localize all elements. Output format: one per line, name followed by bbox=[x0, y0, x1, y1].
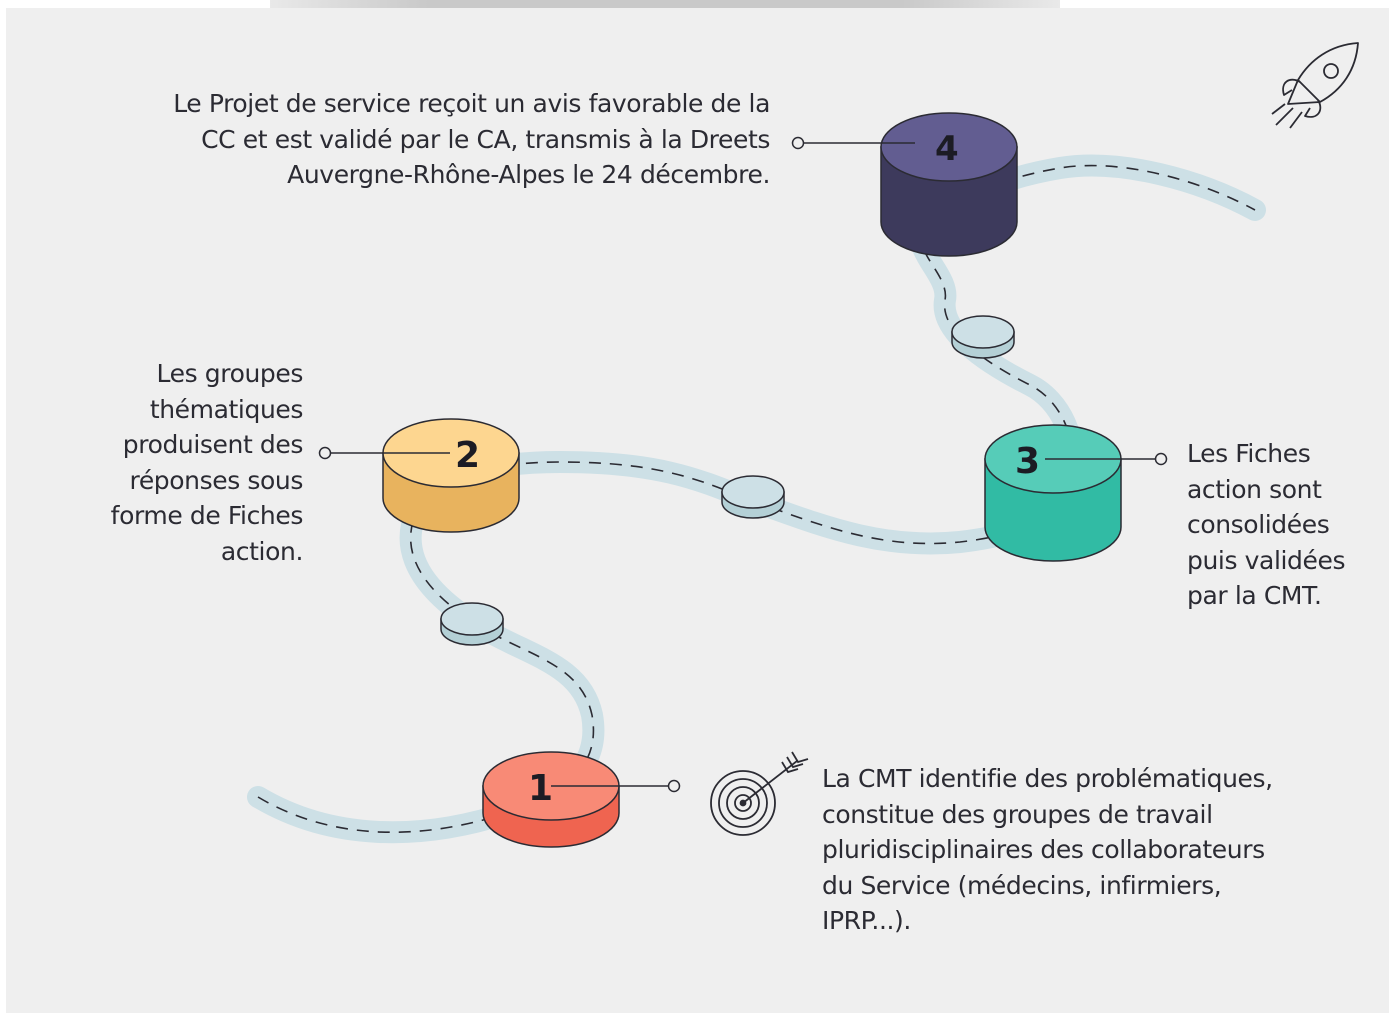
rocket-icon bbox=[1271, 42, 1359, 129]
step-2-number: 2 bbox=[455, 435, 480, 476]
road-disc bbox=[440, 602, 504, 646]
step-4-number: 4 bbox=[935, 129, 959, 169]
step-3-description: Les Fiches action sont consolidées puis … bbox=[1187, 439, 1346, 610]
step-1-number: 1 bbox=[528, 768, 553, 809]
step-2-description: Les groupes thématiques produisent des r… bbox=[110, 359, 304, 566]
top-divider bbox=[270, 0, 1060, 8]
connector-2 bbox=[318, 446, 450, 460]
step-3-cylinder: 3 bbox=[984, 424, 1122, 562]
step-1-cylinder: 1 bbox=[482, 751, 620, 848]
connector-4 bbox=[791, 136, 915, 150]
step-2-cylinder: 2 bbox=[382, 418, 520, 533]
step-4-description: Le Projet de service reçoit un avis favo… bbox=[173, 89, 770, 189]
target-icon bbox=[710, 751, 809, 836]
step-4-cylinder: 4 bbox=[880, 112, 1018, 257]
step-3-number: 3 bbox=[1015, 441, 1040, 482]
road-disc bbox=[721, 475, 785, 519]
connector-3 bbox=[1045, 452, 1168, 466]
road-disc bbox=[951, 315, 1015, 359]
connector-1 bbox=[551, 779, 681, 793]
step-1-description: La CMT identifie des problématiques, con… bbox=[822, 764, 1273, 935]
